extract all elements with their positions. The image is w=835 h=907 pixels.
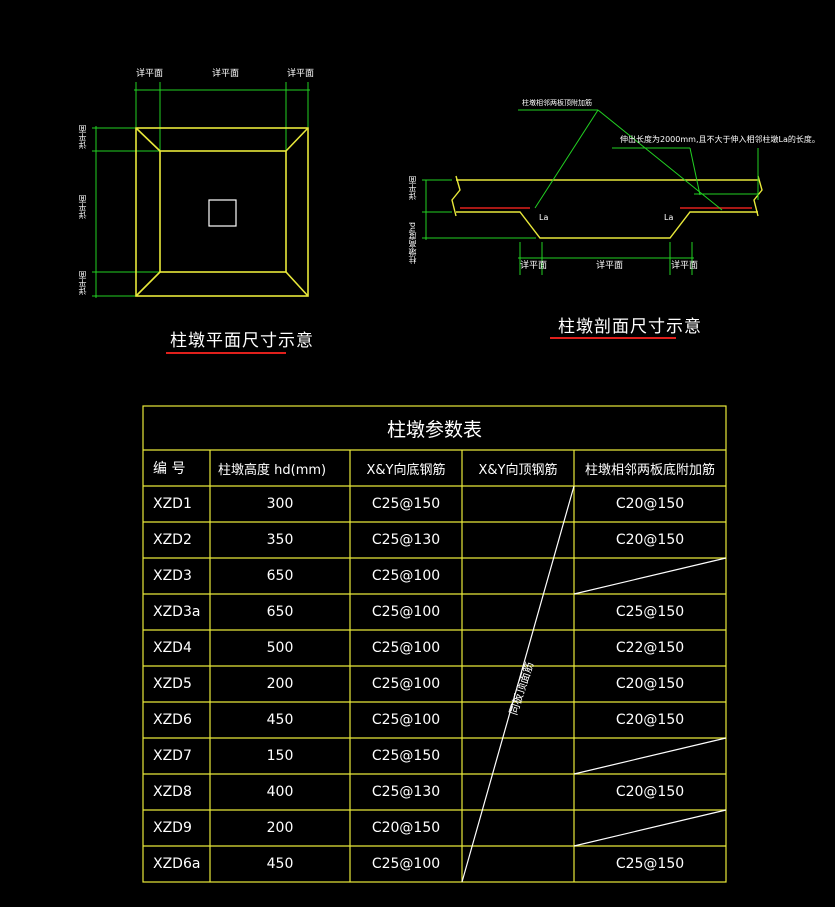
row-extra-rebar: C20@150 <box>615 532 685 548</box>
row-extra-rebar: C20@150 <box>615 496 685 512</box>
row-height: 450 <box>266 712 294 728</box>
header-height: 柱墩高度 hd(mm) <box>218 462 327 478</box>
section-bottom-label-2: 详平面 <box>596 261 624 271</box>
row-id: XZD6 <box>153 712 192 728</box>
row-bottom-rebar: C25@100 <box>371 604 441 620</box>
table-title: 柱墩参数表 <box>386 418 482 441</box>
section-bottom-label-1: 详平面 <box>520 261 548 271</box>
row-height: 400 <box>266 784 294 800</box>
row-bottom-rebar: C25@100 <box>371 712 441 728</box>
row-height: 300 <box>266 496 294 512</box>
row-id: XZD9 <box>153 820 192 836</box>
row-height: 350 <box>266 532 294 548</box>
row-bottom-rebar: C25@100 <box>371 568 441 584</box>
row-bottom-rebar: C25@130 <box>371 784 441 800</box>
row-id: XZD3a <box>153 604 201 620</box>
row-extra-rebar: C22@150 <box>615 640 685 656</box>
row-bottom-rebar: C25@100 <box>371 856 441 872</box>
row-bottom-rebar: C25@100 <box>371 676 441 692</box>
row-bottom-rebar: C25@100 <box>371 640 441 656</box>
row-id: XZD7 <box>153 748 192 764</box>
row-id: XZD2 <box>153 532 192 548</box>
row-bottom-rebar: C25@130 <box>371 532 441 548</box>
section-caption-underline <box>550 337 676 339</box>
section-rebar-note: 柱墩相邻两板顶附加筋 <box>522 99 592 107</box>
section-la-right: La <box>664 213 674 222</box>
row-height: 450 <box>266 856 294 872</box>
section-bottom-label-3: 详平面 <box>671 261 699 271</box>
plan-top-label-2: 详平面 <box>212 69 240 79</box>
row-height: 650 <box>266 604 294 620</box>
row-extra-rebar: C25@150 <box>615 856 685 872</box>
row-id: XZD4 <box>153 640 192 656</box>
row-height: 200 <box>266 820 294 836</box>
row-id: XZD5 <box>153 676 192 692</box>
row-height: 200 <box>266 676 294 692</box>
row-extra-rebar: C20@150 <box>615 712 685 728</box>
row-height: 650 <box>266 568 294 584</box>
section-la-left: La <box>539 213 549 222</box>
header-extra-rebar: 柱墩相邻两板底附加筋 <box>584 462 715 478</box>
row-id: XZD8 <box>153 784 192 800</box>
plan-top-label-3: 详平面 <box>287 69 315 79</box>
row-height: 150 <box>266 748 294 764</box>
plan-caption: 柱墩平面尺寸示意 <box>170 331 314 351</box>
row-extra-rebar: C25@150 <box>615 604 685 620</box>
row-bottom-rebar: C20@150 <box>371 820 441 836</box>
row-bottom-rebar: C25@150 <box>371 748 441 764</box>
section-caption: 柱墩剖面尺寸示意 <box>558 317 702 337</box>
row-id: XZD1 <box>153 496 192 512</box>
header-top-rebar: X&Y向顶钢筋 <box>478 462 558 478</box>
row-bottom-rebar: C25@150 <box>371 496 441 512</box>
header-id: 编 号 <box>153 461 186 477</box>
row-height: 500 <box>266 640 294 656</box>
row-extra-rebar: C20@150 <box>615 784 685 800</box>
plan-caption-underline <box>166 352 286 354</box>
plan-top-label-1: 详平面 <box>136 69 164 79</box>
header-bottom-rebar: X&Y向底钢筋 <box>366 462 446 478</box>
section-length-note: 伸出长度为2000mm,且不大于伸入相邻柱墩La的长度。 <box>620 135 820 144</box>
row-id: XZD6a <box>153 856 201 872</box>
row-id: XZD3 <box>153 568 192 584</box>
row-extra-rebar: C20@150 <box>615 676 685 692</box>
